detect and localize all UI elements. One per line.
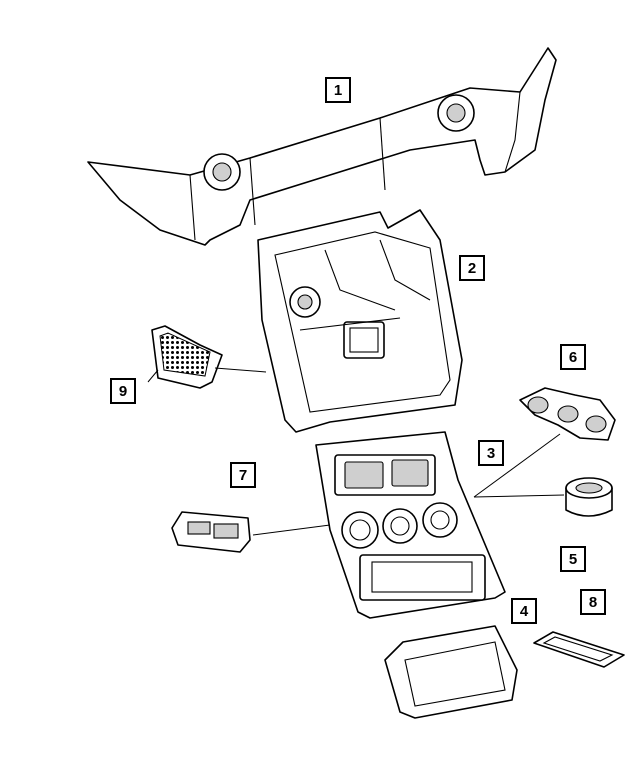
- part-2-console-tub: [257, 209, 463, 433]
- part-3-console-top: [315, 431, 506, 619]
- callout-3: 3: [478, 440, 504, 466]
- part-4-storage-tray: [384, 625, 518, 719]
- callout-4: 4: [511, 598, 537, 624]
- part-9-storage-net: [151, 325, 223, 389]
- part-8-mat: [533, 631, 625, 668]
- callout-7: 7: [230, 462, 256, 488]
- part-1-rear-panel: [87, 47, 557, 246]
- callout-9: 9: [110, 378, 136, 404]
- part-7-bin: [171, 511, 251, 553]
- callout-2: 2: [459, 255, 485, 281]
- part-6-cupholder-insert: [519, 387, 616, 441]
- callout-8: 8: [580, 589, 606, 615]
- part-5-power-outlet: [565, 477, 613, 517]
- callout-1: 1: [325, 77, 351, 103]
- leader-lines: [147, 367, 565, 536]
- callout-6: 6: [560, 344, 586, 370]
- callout-5: 5: [560, 546, 586, 572]
